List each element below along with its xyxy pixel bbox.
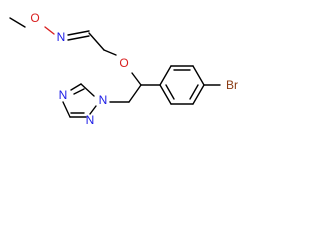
triazole-bond: [80, 83, 95, 97]
ch-ch2-bond: [88, 32, 105, 51]
o-ch-bond: [131, 72, 142, 86]
methyl-bond: [9, 17, 26, 28]
ch2-o-bond: [103, 49, 117, 56]
oxime-ether-chain: [9, 17, 117, 56]
triazole-bond: [62, 101, 71, 118]
triazole-bond: [89, 105, 97, 115]
ring-bond: [192, 84, 205, 105]
triazole-bond: [70, 83, 82, 91]
triazole-n2-label: N: [86, 113, 95, 127]
oxime-double-bond-inner: [67, 35, 90, 41]
ch-ch2-triazole-bond: [128, 84, 142, 103]
ring-bond: [159, 84, 172, 105]
ring-bond: [159, 65, 172, 86]
ring-bond: [192, 65, 205, 86]
ring-bond-double: [189, 84, 199, 100]
triazole-n4-label: N: [59, 88, 68, 102]
methoxy-o-n-bond: [44, 26, 55, 35]
oxime-double-bond-outer: [67, 30, 90, 36]
triazole-n1-label: N: [99, 93, 108, 107]
benzylic-center: [109, 72, 161, 103]
oxime-nitrogen-label: N: [57, 30, 66, 44]
triazole-bond-double: [73, 88, 85, 95]
bromophenyl-ring: [159, 65, 221, 105]
triazole-ring: [62, 83, 97, 118]
ether-oxygen-label: O: [119, 56, 128, 70]
molecule-structure: O N O Br N N N: [9, 11, 238, 127]
ring-bond-double: [165, 84, 175, 100]
methoxy-oxygen-label: O: [30, 11, 39, 25]
bromine-label: Br: [226, 78, 238, 92]
